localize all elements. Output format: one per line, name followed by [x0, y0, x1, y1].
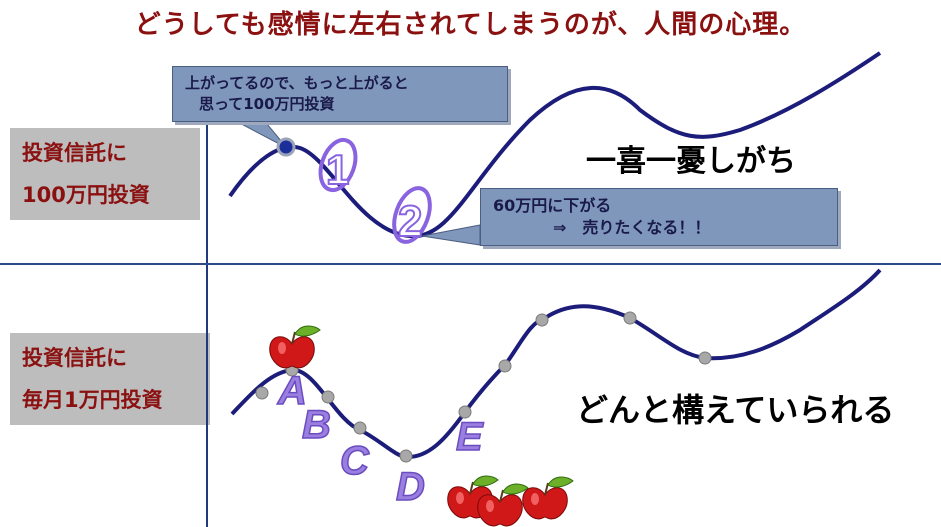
badge-one-text: 1	[326, 146, 349, 193]
purchase-point	[623, 311, 637, 325]
purchase-point	[321, 390, 335, 404]
letter-c: C	[340, 439, 370, 483]
badge-one-ring	[318, 137, 358, 193]
letter-e: E	[456, 415, 484, 459]
badge-two-ring	[392, 186, 432, 244]
top-label-line2: 100万円投資	[22, 183, 150, 207]
letter-d: D	[396, 465, 425, 509]
sell-callout-line2: ⇒ 売りたくなる！！	[553, 218, 711, 237]
purchase-point	[458, 405, 472, 419]
top-investment-label: 投資信託に 100万円投資	[10, 128, 200, 220]
purchase-point	[399, 449, 413, 463]
purchase-point	[535, 313, 549, 327]
buy-callout-line1: 上がってるので、もっと上がると	[185, 74, 409, 92]
bottom-label-line1: 投資信託に	[22, 346, 127, 370]
buy-point-marker	[276, 137, 296, 157]
apple-icon	[269, 325, 321, 369]
bottom-label-line2: 毎月1万円投資	[22, 388, 163, 412]
bottom-price-curve	[230, 268, 882, 460]
sell-callout-pointer	[421, 224, 481, 246]
mood-bottom-text: どんと構えていられる	[576, 391, 895, 429]
mood-top-text: 一喜一憂しがち	[586, 144, 796, 179]
buy-callout: 上がってるので、もっと上がると 思って100万円投資	[172, 66, 508, 122]
sell-callout: 60万円に下がる ⇒ 売りたくなる！！	[480, 188, 838, 246]
purchase-point	[255, 386, 269, 400]
letter-a: A	[277, 369, 307, 413]
sell-callout-line1: 60万円に下がる	[493, 196, 612, 215]
top-label-line1: 投資信託に	[22, 141, 127, 165]
apple-icon	[522, 476, 574, 520]
badge-two-text: 2	[398, 197, 422, 246]
purchase-point	[498, 359, 512, 373]
purchase-point	[353, 421, 367, 435]
purchase-point	[698, 351, 712, 365]
bottom-investment-label: 投資信託に 毎月1万円投資	[10, 333, 210, 425]
horizontal-divider	[0, 263, 941, 265]
page-title: どうしても感情に左右されてしまうのが、人間の心理。	[134, 10, 807, 40]
top-price-curve	[228, 51, 882, 239]
letter-b: B	[302, 403, 331, 447]
apple-icon	[477, 483, 529, 527]
buy-callout-line2: 思って100万円投資	[199, 95, 335, 113]
vertical-divider	[206, 106, 208, 527]
